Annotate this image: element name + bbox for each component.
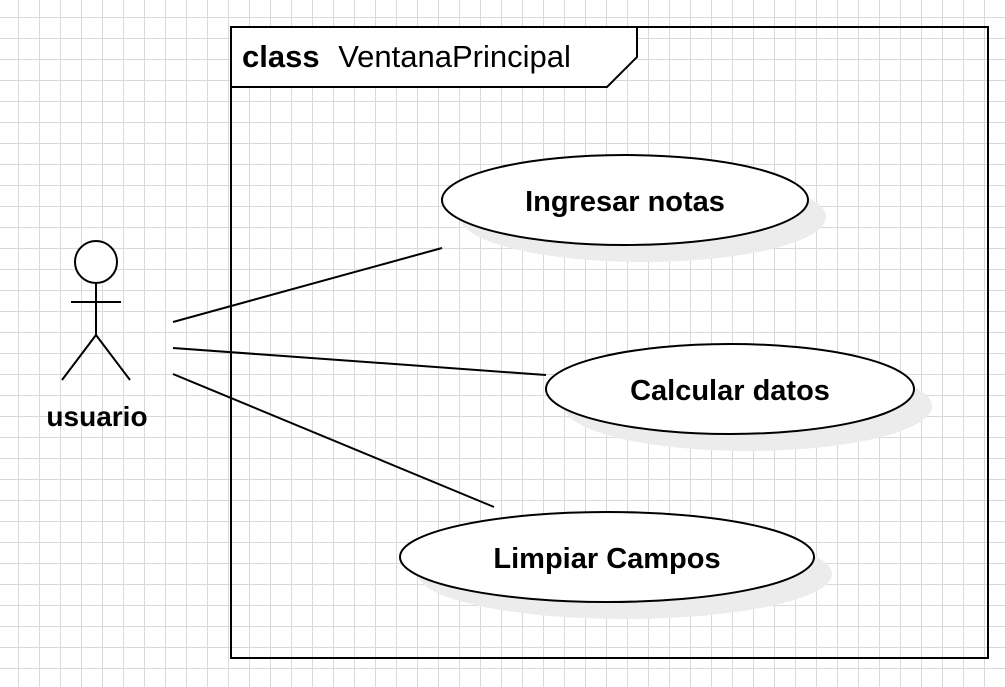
frame-name-tab (230, 26, 638, 88)
association-line[interactable] (172, 373, 495, 508)
use-case-label: Limpiar Campos (493, 543, 720, 575)
association-line[interactable] (172, 247, 443, 323)
use-case-calcular-datos[interactable]: Calcular datos (545, 343, 932, 451)
use-case-ingresar-notas[interactable]: Ingresar notas (441, 154, 826, 262)
use-case-limpiar-campos[interactable]: Limpiar Campos (399, 511, 832, 619)
use-case-label: Calcular datos (630, 375, 830, 407)
association-line[interactable] (172, 347, 547, 376)
use-case-ellipse (545, 343, 915, 435)
actor-stick-figure-icon (61, 240, 131, 381)
use-case-ellipse (441, 154, 809, 246)
use-case-label: Ingresar notas (525, 186, 725, 218)
use-case-ellipse (399, 511, 815, 603)
actor-name: usuario (46, 401, 147, 432)
system-frame[interactable]: class VentanaPrincipal (230, 26, 989, 659)
associations (172, 247, 547, 508)
actor-usuario[interactable]: usuario (46, 240, 148, 432)
frame-title: class VentanaPrincipal (242, 39, 571, 74)
frame-name: VentanaPrincipal (338, 39, 571, 74)
frame-keyword: class (242, 39, 320, 74)
